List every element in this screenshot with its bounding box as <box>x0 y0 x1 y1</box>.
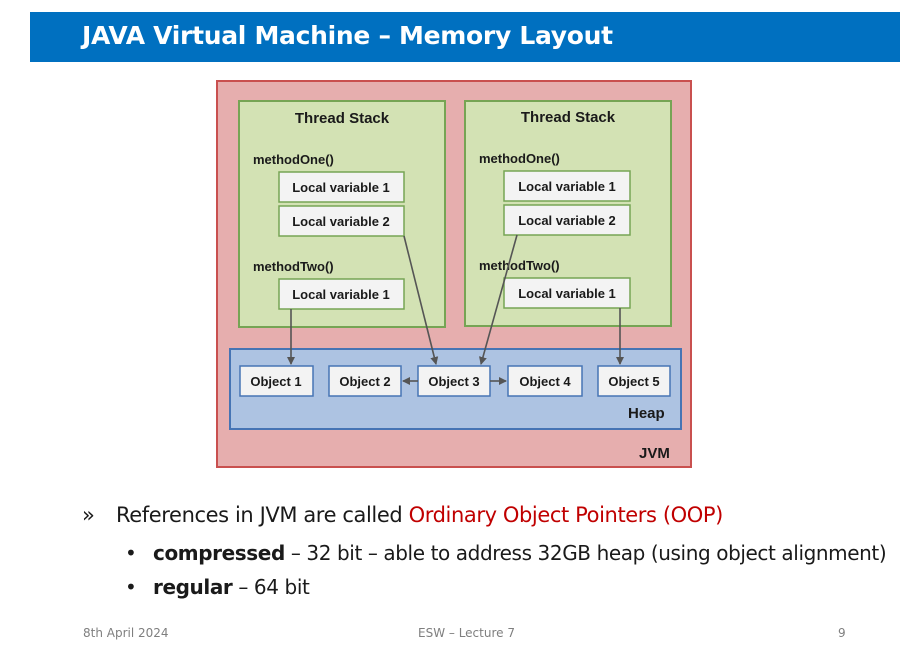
object-2: Object 2 <box>339 374 390 389</box>
footer-page-number: 9 <box>838 626 846 640</box>
thread-stack-2-var-1-box <box>503 170 631 202</box>
footer-date: 8th April 2024 <box>83 626 169 640</box>
object-1: Object 1 <box>250 374 301 389</box>
reference-arrows <box>287 234 624 385</box>
thread-stack-2-var-2-box <box>503 204 631 236</box>
heap: Heap Object 1 Object 2 Object 3 Object 4… <box>229 348 682 430</box>
slide-title: JAVA Virtual Machine – Memory Layout <box>82 21 613 50</box>
object-4: Object 4 <box>519 374 571 389</box>
object-5-box <box>597 365 671 397</box>
thread-stack-2-title: Thread Stack <box>521 109 616 126</box>
object-3: Object 3 <box>428 374 479 389</box>
thread-stack-2-method-two: methodTwo() <box>479 258 560 273</box>
jvm-label: JVM <box>639 445 670 462</box>
thread-stack-2-var-2: Local variable 2 <box>518 213 616 228</box>
object-5: Object 5 <box>608 374 659 389</box>
title-bar: JAVA Virtual Machine – Memory Layout <box>30 12 900 62</box>
thread-stack-1-title: Thread Stack <box>295 110 390 127</box>
thread-stack-2-var-3: Local variable 1 <box>518 286 616 301</box>
object-2-box <box>328 365 402 397</box>
heap-label: Heap <box>628 405 665 422</box>
arrow-stack1-var2-to-object3 <box>403 235 439 365</box>
thread-stack-1-var-1: Local variable 1 <box>292 180 390 195</box>
footer-lecture: ESW – Lecture 7 <box>418 626 515 640</box>
thread-stack-1-method-one: methodOne() <box>253 152 334 167</box>
thread-stack-1-var-3-box <box>278 278 405 310</box>
thread-stack-2-var-3-box <box>503 277 631 309</box>
object-1-box <box>239 365 314 397</box>
object-4-box <box>507 365 583 397</box>
thread-stack-1: Thread Stack methodOne() Local variable … <box>238 100 446 328</box>
thread-stack-1-var-2: Local variable 2 <box>292 214 390 229</box>
thread-stack-1-method-two: methodTwo() <box>253 259 334 274</box>
thread-stack-1-var-1-box <box>278 171 405 203</box>
thread-stack-1-var-3: Local variable 1 <box>292 287 390 302</box>
thread-stack-2: Thread Stack methodOne() Local variable … <box>464 100 672 327</box>
thread-stack-1-var-2-box <box>278 205 405 237</box>
thread-stack-2-method-one: methodOne() <box>479 151 560 166</box>
arrow-stack2-var2-to-object3 <box>479 234 518 365</box>
thread-stack-2-var-1: Local variable 1 <box>518 179 616 194</box>
